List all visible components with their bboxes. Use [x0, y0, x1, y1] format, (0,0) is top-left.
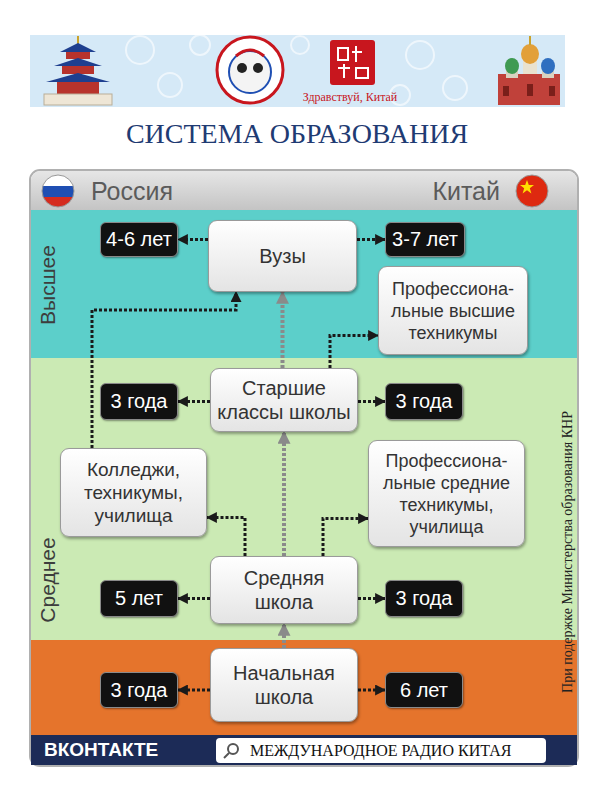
- logo-ring: [217, 37, 283, 103]
- swirl: [190, 35, 210, 55]
- level-band: Высшее 4-6 летВузы 3-7 летПрофессиона- льн…: [31, 210, 577, 358]
- temple-tier: [62, 66, 94, 74]
- panel-frame: [30, 170, 578, 766]
- kremlin-dome: [505, 58, 519, 74]
- temple-tier: [66, 52, 90, 59]
- level-band: Среднее3 годаСтаршие классы школы3 годаК…: [31, 358, 577, 640]
- kremlin-dome: [521, 44, 539, 64]
- logo-inner: [229, 51, 271, 93]
- box-text: Профессиона- льные высшие техникумы: [385, 278, 521, 344]
- logo-square: [330, 40, 375, 85]
- magnifier-handle: [224, 753, 229, 758]
- duration-badge: 3-7 лет: [385, 222, 465, 257]
- swirl: [406, 41, 434, 69]
- school-box: Профессиона- льные высшие техникумы: [378, 266, 528, 355]
- box-text: 3 года: [395, 390, 452, 413]
- box-text: Старшие классы школы: [214, 376, 354, 424]
- page-title: СИСТЕМА ОБРАЗОВАНИЯ: [0, 118, 594, 150]
- swirl: [291, 36, 309, 54]
- country-name: Китай: [432, 176, 500, 205]
- pathway-arrow: [178, 689, 210, 692]
- temple-roof: [46, 73, 110, 82]
- support-note: При подержке Министерства образования КН…: [560, 411, 577, 693]
- school-box: Начальная школа: [210, 648, 358, 722]
- banner-swirls: [126, 35, 467, 105]
- duration-badge: 6 лет: [385, 672, 463, 708]
- school-box: Вузы: [208, 220, 357, 292]
- box-text: Вузы: [259, 244, 306, 268]
- temple-base: [44, 94, 112, 105]
- temple-illustration: [44, 36, 112, 105]
- logo-strokes: [338, 46, 368, 78]
- school-box: Средняя школа: [210, 556, 358, 624]
- band-label: Среднее: [36, 537, 60, 622]
- box-text: Начальная школа: [214, 661, 354, 709]
- band-label: Высшее: [36, 245, 60, 325]
- school-box: Профессиона- льные средние техникумы, уч…: [368, 440, 525, 547]
- temple-spire: [77, 36, 79, 44]
- duration-badge: 4-6 лет: [100, 222, 178, 257]
- duration-badge: 5 лет: [100, 580, 178, 617]
- temple-roof: [60, 43, 96, 52]
- country-header: Россия Китай: [31, 171, 577, 210]
- box-text: 6 лет: [400, 679, 448, 702]
- box-text: 3-7 лет: [392, 228, 458, 251]
- box-text: Средняя школа: [214, 566, 354, 614]
- swirl: [443, 76, 467, 100]
- duration-badge: 3 года: [385, 383, 463, 420]
- temple-roof: [54, 58, 102, 66]
- radio-logo: [217, 37, 283, 103]
- logo-eye: [253, 63, 263, 73]
- primary-band: [31, 640, 577, 735]
- search-box: [216, 738, 546, 763]
- box-text: 3 года: [395, 587, 452, 610]
- kremlin-window: [549, 86, 555, 96]
- box-text: 3 года: [110, 390, 167, 413]
- banner-caption: Здравствуй, Китай: [290, 90, 410, 104]
- box-text: Профессиона- льные средние техникумы, уч…: [375, 450, 518, 538]
- logo-eye: [237, 63, 247, 73]
- hello-china-logo: [330, 40, 375, 85]
- duration-badge: 3 года: [100, 383, 178, 420]
- temple-tier: [57, 82, 99, 94]
- school-box: Старшие классы школы: [210, 368, 358, 432]
- country-name: Россия: [91, 176, 173, 205]
- social-logo: ВКОНТАКТЕ: [44, 739, 158, 762]
- search-text: МЕЖДУНАРОДНОЕ РАДИО КИТАЯ: [250, 741, 511, 760]
- box-text: Колледжи, техникумы, училища: [67, 458, 200, 527]
- duration-badge: 3 года: [385, 580, 463, 617]
- swirl: [158, 73, 182, 97]
- box-text: 5 лет: [115, 587, 163, 610]
- box-text: 4-6 лет: [106, 228, 172, 251]
- magnifier-icon: [228, 744, 238, 754]
- kremlin-illustration: [498, 36, 560, 105]
- kremlin-dome: [541, 58, 555, 74]
- duration-badge: 3 года: [100, 672, 178, 708]
- school-box: Колледжи, техникумы, училища: [60, 448, 207, 537]
- banner-background: [30, 35, 565, 107]
- box-text: 3 года: [110, 679, 167, 702]
- logo-arc: [236, 50, 264, 56]
- pathway-arrow: [358, 689, 385, 692]
- social-bar: [31, 735, 577, 765]
- swirl: [126, 36, 154, 64]
- kremlin-spire: [529, 36, 531, 45]
- kremlin-window: [527, 84, 533, 96]
- kremlin-window: [503, 86, 509, 96]
- pathway-arrow: [282, 624, 286, 648]
- kremlin-wall: [498, 74, 560, 105]
